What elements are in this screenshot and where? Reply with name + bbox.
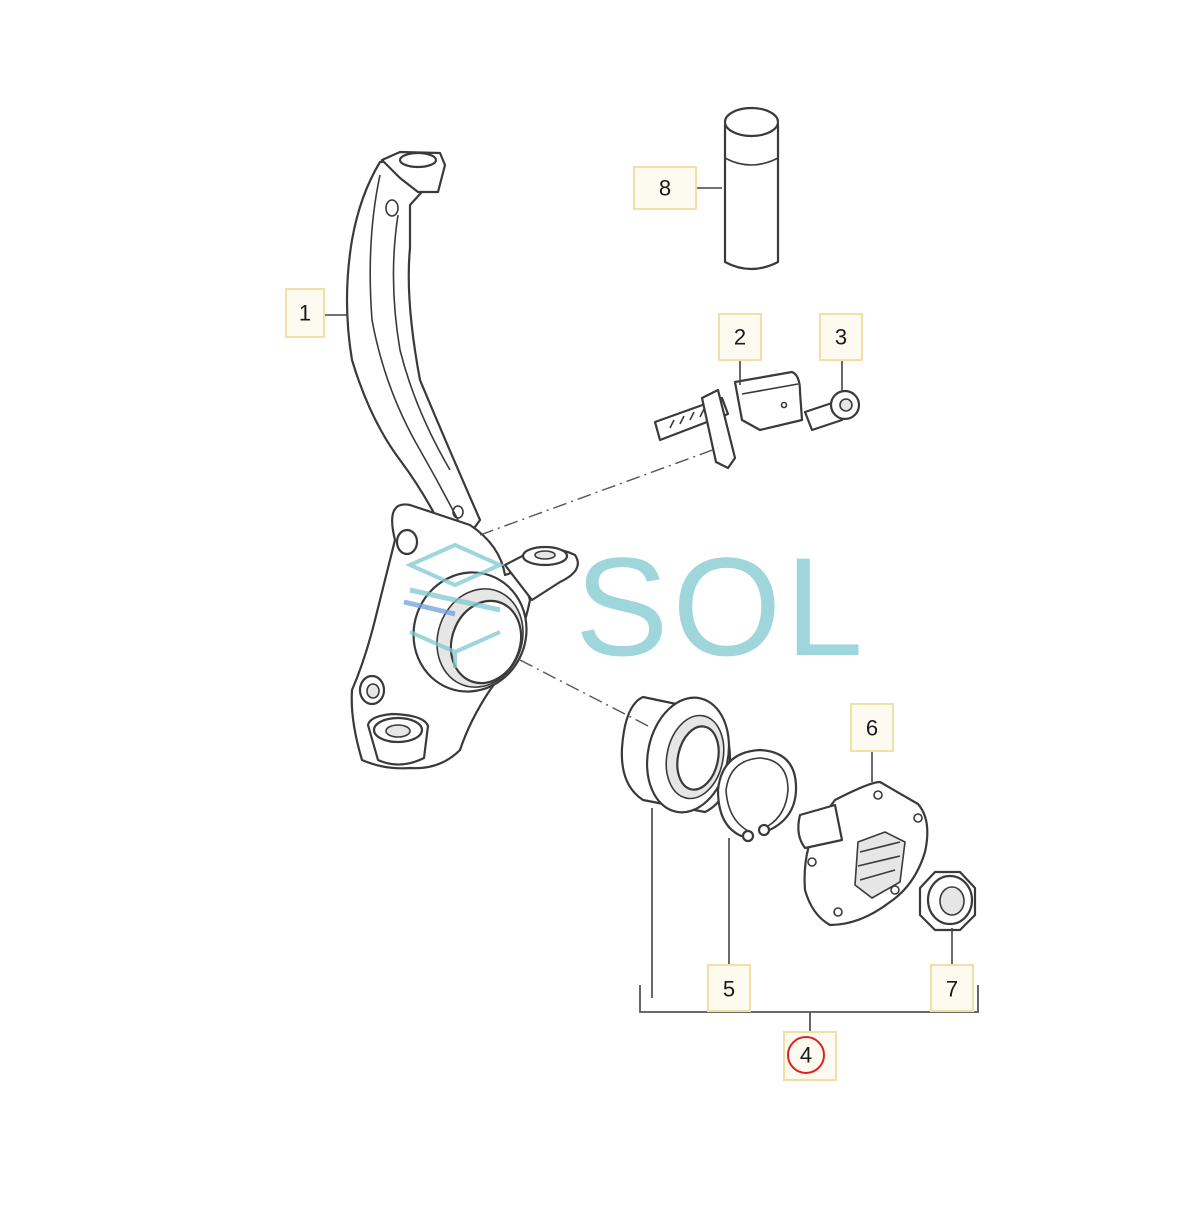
svg-text:1: 1: [299, 301, 311, 326]
callout-2: 2: [718, 313, 762, 361]
callout-4: 4: [783, 1031, 837, 1081]
part-1-steering-knuckle: [345, 150, 579, 770]
callout-8: 8: [633, 166, 697, 210]
svg-text:2: 2: [734, 325, 746, 350]
callout-6: 6: [850, 703, 894, 752]
part-7-hub-nut: [918, 870, 977, 932]
part-5-circlip: [716, 748, 798, 843]
part-3-bolt: [803, 389, 861, 432]
sol-watermark: SOL: [403, 528, 867, 685]
part-8-grease-tube: [723, 106, 780, 271]
group-bracket-4: [639, 985, 979, 1032]
svg-text:3: 3: [835, 325, 847, 350]
callout-3: 3: [819, 313, 863, 361]
alignment-line-sensor: [479, 447, 719, 536]
svg-text:4: 4: [800, 1043, 812, 1068]
svg-text:8: 8: [659, 176, 671, 201]
part-4-wheel-bearing: [620, 695, 732, 814]
svg-text:7: 7: [946, 977, 958, 1002]
highlight-circle: [787, 1036, 825, 1074]
svg-text:6: 6: [866, 716, 878, 741]
sol-logo-icon: [403, 542, 505, 668]
svg-text:5: 5: [723, 977, 735, 1002]
callout-7: 7: [930, 964, 974, 1012]
svg-text:SOL: SOL: [575, 528, 867, 685]
part-2-abs-sensor: [653, 370, 804, 470]
alignment-line-bearing: [519, 659, 653, 729]
part-6-wheel-hub: [797, 780, 929, 927]
callout-1: 1: [285, 288, 325, 338]
callout-5: 5: [707, 964, 751, 1012]
